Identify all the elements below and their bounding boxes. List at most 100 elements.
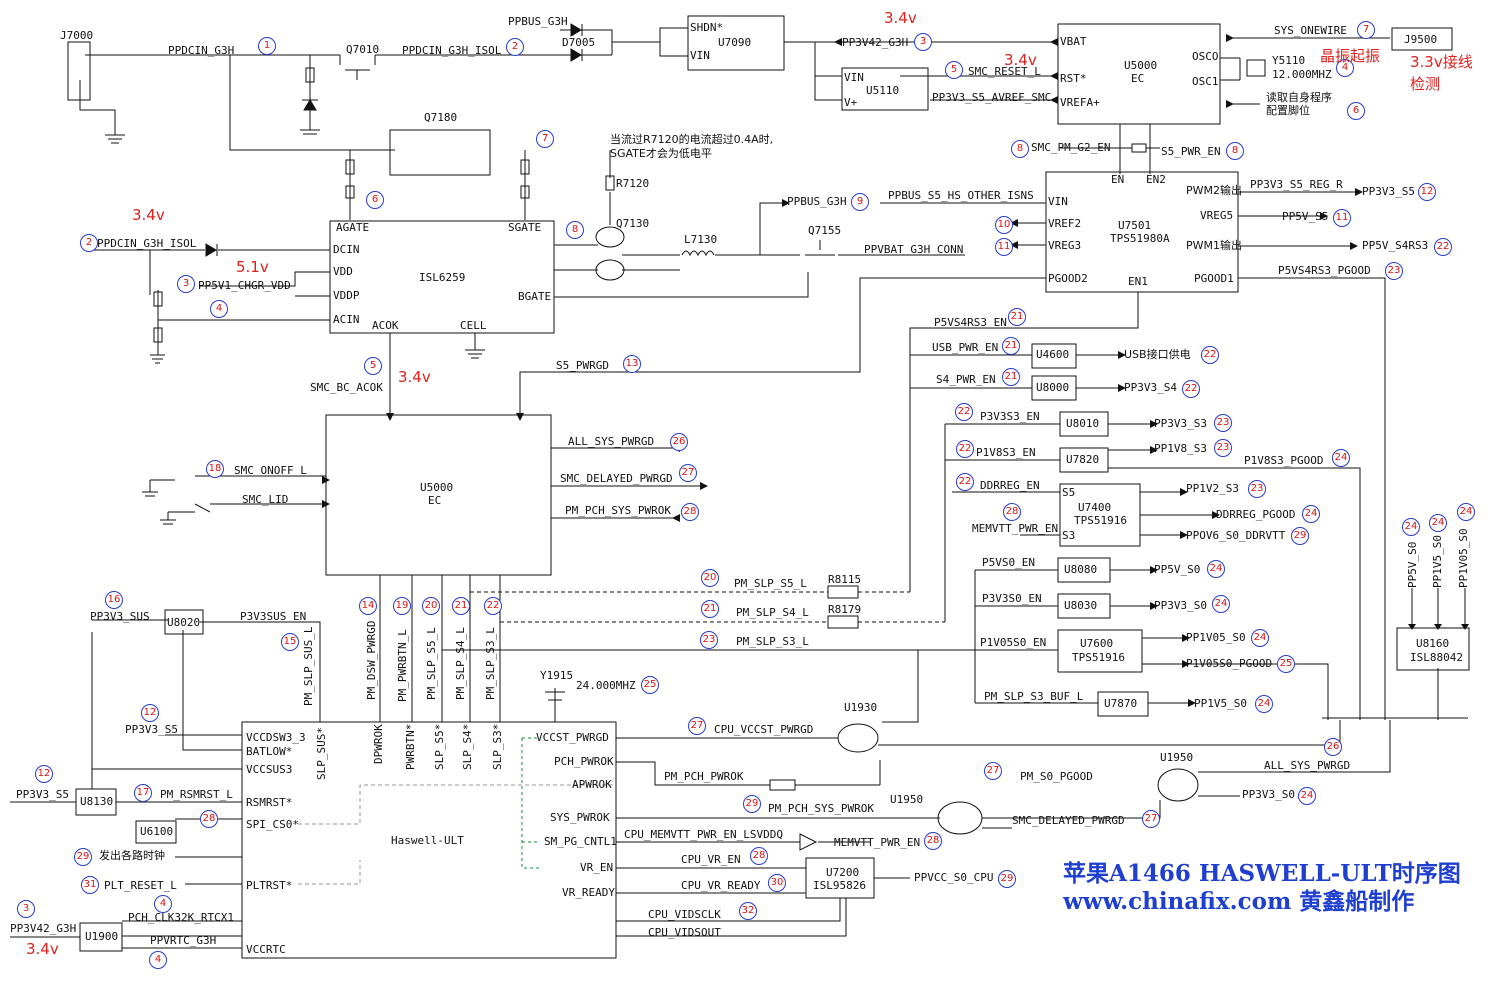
step-badge: 7: [536, 130, 554, 148]
wire-isl-inputs: [90, 249, 330, 364]
pin-vddp: VDDP: [333, 289, 360, 302]
pin-rst: RST*: [1060, 72, 1087, 85]
net-label: MEMVTT_PWR_EN: [972, 522, 1059, 535]
label-y5110-freq: 12.000MHZ: [1272, 68, 1332, 81]
pin-en1: EN1: [1128, 275, 1148, 288]
net-label: PP5V_S5: [1282, 210, 1329, 223]
step-badge: 4: [149, 951, 167, 969]
transistor-q7130b: [595, 259, 625, 281]
transistor-q7155: [805, 240, 835, 256]
wire-s3-out: [1108, 423, 1361, 720]
crystal-y1915: [545, 688, 565, 722]
label-d7005: D7005: [562, 36, 596, 49]
label-u8030: U8030: [1064, 599, 1098, 612]
wire-q7010: [300, 55, 376, 135]
net-label: PP3V3_S4: [1124, 381, 1177, 394]
crystal-note: 晶振起振: [1320, 47, 1381, 65]
label-isl88042: ISL88042: [1410, 651, 1463, 664]
program-note: 配置脚位: [1266, 104, 1310, 117]
pin-vp: V+: [844, 96, 858, 109]
net-label: P5VS4RS3_PGOOD: [1278, 264, 1371, 277]
step-badge: 21: [452, 597, 470, 615]
label-u7820: U7820: [1066, 453, 1100, 466]
label-u7600: U7600: [1080, 637, 1114, 650]
pin-slp-sus: SLP_SUS*: [315, 727, 328, 780]
switch-symbols: [142, 480, 211, 525]
inductor-l7130: [681, 250, 715, 257]
crystal-y5110: [1246, 59, 1266, 77]
net-label: P5VS0_EN: [982, 556, 1035, 569]
step-badge: 30: [768, 874, 786, 892]
net-label: PP3V3_S0: [1154, 599, 1207, 612]
net-label: ALL_SYS_PWRGD: [568, 435, 655, 448]
wire-dashed-green: [521, 737, 540, 869]
label-q7010: Q7010: [346, 43, 380, 56]
net-label: P3V3S3_EN: [980, 410, 1040, 423]
net-label: PM_PCH_PWROK: [664, 770, 744, 783]
step-badge: 6: [1347, 102, 1365, 120]
transistor-q7130a: [595, 226, 625, 248]
label-u8000: U8000: [1036, 381, 1070, 394]
detect-note: 检测: [1410, 75, 1441, 93]
step-badge: 28: [1003, 503, 1021, 521]
step-badge: 23: [1248, 480, 1266, 498]
resistor-acin2: [153, 327, 163, 343]
wire-s0: [974, 569, 1098, 704]
net-label: PP3V3_S5: [1362, 185, 1415, 198]
label-r8115: R8115: [828, 573, 862, 586]
step-badge: 28: [681, 503, 699, 521]
pin-slp-s3: SLP_S3*: [491, 723, 504, 770]
net-label: PP3V42_G3H: [842, 36, 909, 49]
step-badge: 20: [422, 597, 440, 615]
pin-vdd: VDD: [333, 265, 353, 278]
resistor-1: [345, 159, 355, 175]
net-label: PPDCIN_G3H: [168, 44, 235, 57]
step-badge: 15: [281, 633, 299, 651]
step-badge: 8: [1011, 140, 1029, 158]
net-label: PM_PWRBTN_L: [396, 629, 409, 702]
net-label: PP5V1_CHGR_VDD: [198, 279, 291, 292]
box-u7090: [687, 15, 785, 71]
label-u8020: U8020: [167, 616, 201, 629]
net-label: PM_S0_PGOOD: [1020, 770, 1093, 783]
label-u7870: U7870: [1104, 697, 1138, 710]
pin-vren: VR_EN: [580, 861, 614, 874]
step-badge: 21: [701, 600, 719, 618]
net-label: PM_SLP_S3_L: [736, 635, 809, 648]
diode-dcin: [205, 243, 218, 257]
wire-s0-out: [1110, 569, 1329, 720]
net-label: PLT_RESET_L: [104, 879, 177, 892]
net-label: SMC_ONOFF_L: [234, 464, 307, 477]
step-badge: 1: [258, 37, 276, 55]
net-label: DDRREG_EN: [980, 479, 1040, 492]
net-label: P5VS4RS3_EN: [934, 316, 1007, 329]
step-badge: 22: [484, 597, 502, 615]
pin-dcin: DCIN: [333, 243, 360, 256]
step-badge: 29: [74, 848, 92, 866]
step-badge: 22: [956, 440, 974, 458]
wire-haswell-right: [616, 737, 940, 937]
step-badge: 11: [995, 238, 1013, 256]
net-label: P1V8S3_PGOOD: [1244, 454, 1324, 467]
pin-s3: S3: [1062, 529, 1076, 542]
label-u8010: U8010: [1066, 417, 1100, 430]
pin-shdn: SHDN*: [690, 21, 724, 34]
net-label: PPBUS_S5_HS_OTHER_ISNS: [888, 189, 1034, 202]
resistor-apwrok: [769, 779, 796, 791]
step-badge: 26: [670, 433, 688, 451]
step-badge: 22: [1201, 346, 1219, 364]
net-label: USB_PWR_EN: [932, 341, 999, 354]
box-u5000-mid: [325, 414, 552, 576]
net-label: P1V05S0_EN: [980, 636, 1047, 649]
step-badge: 21: [1008, 308, 1026, 326]
step-badge: 27: [984, 762, 1002, 780]
label-isl6259: ISL6259: [419, 271, 466, 284]
label-r8179: R8179: [828, 603, 862, 616]
net-label: PPBUS_G3H: [508, 15, 568, 28]
step-badge: 21: [1002, 368, 1020, 386]
step-badge: 14: [359, 597, 377, 615]
step-badge: 22: [955, 403, 973, 421]
gate-u1950a: [1157, 768, 1199, 802]
pin-vin: VIN: [690, 49, 710, 62]
label-u8160: U8160: [1416, 637, 1450, 650]
